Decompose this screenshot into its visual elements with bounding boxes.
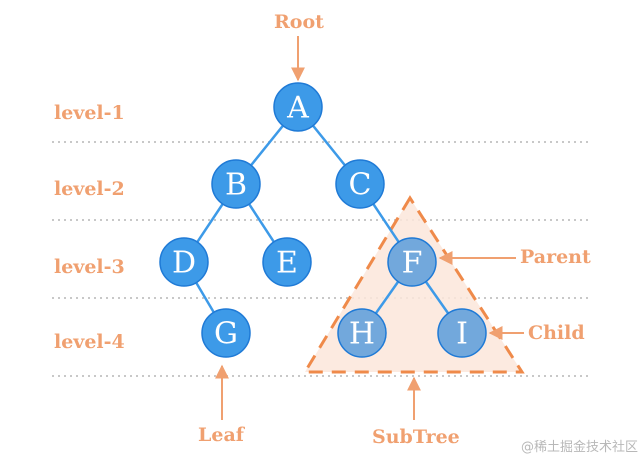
tree-node-i: I xyxy=(437,308,487,358)
tree-node-h: H xyxy=(337,308,387,358)
node-label: B xyxy=(225,168,247,203)
node-circle xyxy=(337,308,387,358)
level-label-2: level-2 xyxy=(54,178,125,200)
root-annotation-label: Root xyxy=(274,11,324,33)
level-label-3: level-3 xyxy=(54,256,125,278)
node-label: G xyxy=(214,317,238,352)
leaf-annotation-label: Leaf xyxy=(198,424,246,446)
tree-node-f: F xyxy=(387,237,437,287)
tree-node-a: A xyxy=(273,82,323,132)
child-annotation-label: Child xyxy=(528,322,585,344)
parent-annotation-label: Parent xyxy=(520,246,591,268)
tree-node-d: D xyxy=(159,237,209,287)
tree-node-g: G xyxy=(201,308,251,358)
node-circle xyxy=(262,237,312,287)
node-circle xyxy=(335,159,385,209)
node-label: A xyxy=(286,91,309,126)
node-circle xyxy=(387,237,437,287)
tree-node-c: C xyxy=(335,159,385,209)
node-label: D xyxy=(172,246,196,281)
level-label-4: level-4 xyxy=(54,331,125,353)
annotations: Root Parent Child Leaf SubTree xyxy=(198,11,591,448)
node-label: E xyxy=(276,246,298,281)
node-circle xyxy=(273,82,323,132)
node-circle xyxy=(437,308,487,358)
subtree-annotation-label: SubTree xyxy=(372,426,460,448)
node-label: I xyxy=(456,317,468,352)
watermark: @稀土掘金技术社区 xyxy=(520,440,638,455)
node-circle xyxy=(211,159,261,209)
tree-node-e: E xyxy=(262,237,312,287)
node-label: F xyxy=(402,246,423,281)
node-circle xyxy=(159,237,209,287)
node-circle xyxy=(201,308,251,358)
tree-nodes: A B C D E F G H I xyxy=(159,82,487,358)
node-label: C xyxy=(349,168,372,203)
node-label: H xyxy=(349,317,375,352)
tree-node-b: B xyxy=(211,159,261,209)
level-label-1: level-1 xyxy=(54,102,125,124)
level-separators xyxy=(52,141,592,377)
